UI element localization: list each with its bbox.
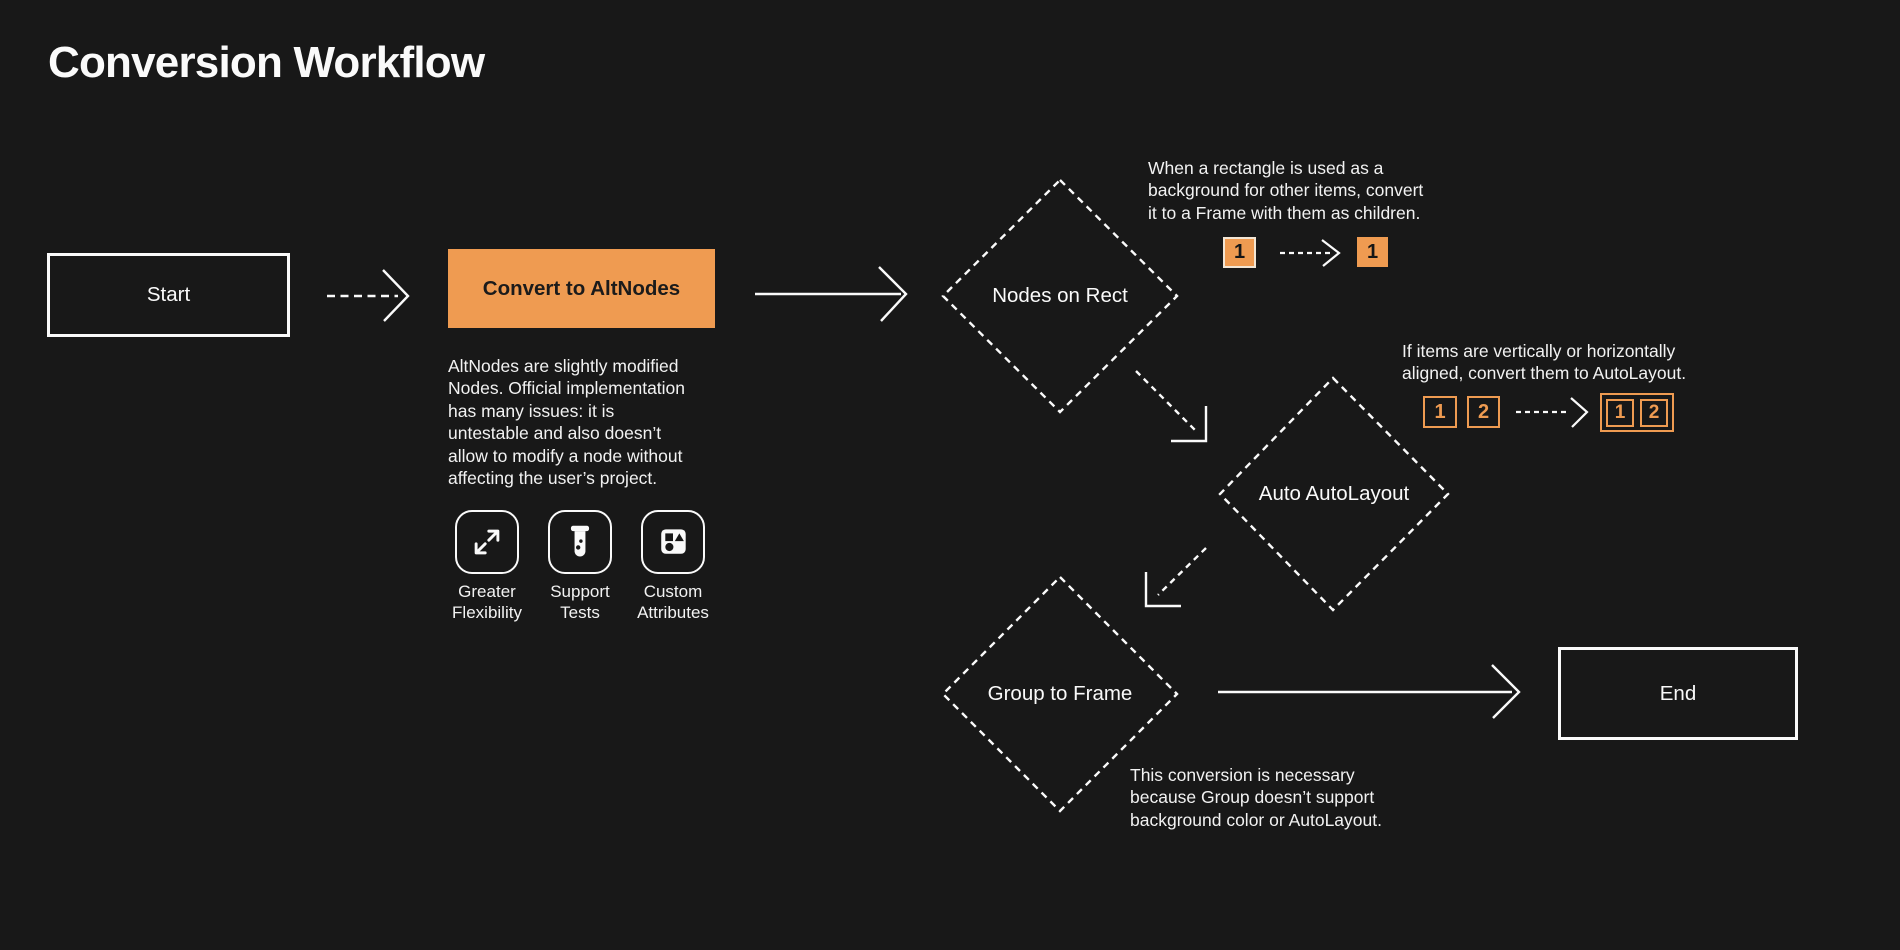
note-line: background color or AutoLayout.	[1130, 809, 1382, 830]
note-line: has many issues: it is	[448, 400, 615, 421]
autolayout-container: 1 2	[1600, 393, 1674, 432]
note-line: because Group doesn’t support	[1130, 787, 1375, 808]
note-line: Nodes. Official implementation	[448, 378, 686, 399]
feature-label-line: Support	[550, 582, 610, 601]
feature-label-line: Flexibility	[452, 603, 522, 622]
feature-label-line: Tests	[560, 603, 600, 622]
expand-icon	[455, 510, 519, 574]
feature-custom-attributes: Custom Attributes	[637, 510, 709, 623]
shapes-icon	[641, 510, 705, 574]
item-2-square: 2	[1467, 396, 1500, 428]
note-line: When a rectangle is used as a	[1148, 158, 1384, 178]
frame-after-square: 1	[1357, 237, 1388, 267]
convert-node-label: Convert to AltNodes	[482, 276, 681, 300]
arrow-start-to-convert	[327, 269, 410, 322]
rect-before-square: 1	[1223, 237, 1256, 268]
autolayout-note: If items are vertically or horizontally …	[1402, 340, 1686, 385]
convert-to-altnodes-node: Convert to AltNodes	[448, 249, 715, 328]
group-to-frame-label: Group to Frame	[987, 682, 1133, 705]
end-node: End	[1558, 647, 1798, 740]
note-line: This conversion is necessary	[1130, 765, 1355, 785]
arrow-autolayout-mini	[1516, 397, 1589, 428]
altnodes-features: Greater Flexibility Support Tests	[452, 510, 709, 623]
note-line: AltNodes are slightly modified	[448, 356, 679, 376]
item-1-square: 1	[1423, 396, 1457, 428]
end-node-label: End	[1659, 681, 1697, 705]
note-line: affecting the user’s project.	[448, 468, 658, 489]
start-node: Start	[47, 253, 290, 337]
rect-note: When a rectangle is used as a background…	[1148, 157, 1423, 224]
item-1-square: 1	[1606, 398, 1634, 427]
note-line: allow to modify a node without	[448, 445, 683, 466]
test-tube-icon	[548, 510, 612, 574]
altnodes-note: AltNodes are slightly modified Nodes. Of…	[448, 355, 685, 489]
feature-label-line: Greater	[458, 582, 516, 601]
arrow-grouptoframe-to-end	[1218, 664, 1521, 719]
group-note: This conversion is necessary because Gro…	[1130, 764, 1382, 831]
nodes-on-rect-label: Nodes on Rect	[992, 284, 1128, 307]
feature-label-line: Attributes	[637, 603, 709, 622]
note-line: If items are vertically or horizontally	[1402, 341, 1676, 361]
arrow-rect-mini	[1280, 239, 1341, 267]
arrow-convert-to-nodesonrect	[755, 266, 908, 322]
feature-label-line: Custom	[643, 582, 703, 601]
feature-support-tests: Support Tests	[548, 510, 612, 623]
note-line: it to a Frame with them as children.	[1148, 202, 1421, 223]
note-line: aligned, convert them to AutoLayout.	[1402, 363, 1687, 384]
item-2-square: 2	[1640, 398, 1668, 427]
note-line: untestable and also doesn’t	[448, 423, 662, 444]
page-title: Conversion Workflow	[48, 38, 485, 87]
feature-greater-flexibility: Greater Flexibility	[452, 510, 522, 623]
auto-autolayout-label: Auto AutoLayout	[1258, 482, 1410, 505]
note-line: background for other items, convert	[1148, 180, 1424, 201]
start-node-label: Start	[146, 283, 191, 306]
